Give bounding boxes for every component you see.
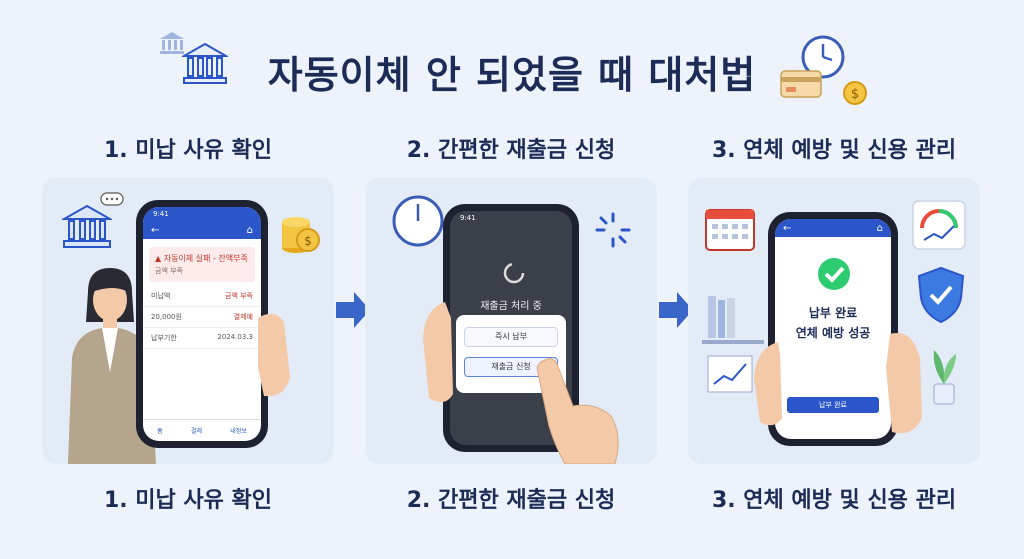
gauge-icon (912, 200, 966, 250)
tab-my-info[interactable]: 내정보 (230, 428, 247, 435)
check-circle-icon (818, 258, 850, 290)
app-bar: ← ⌂ (143, 221, 261, 239)
step-1-panel: $ 9:41 ← ⌂ ▲ 자동이체 실패 - 잔액부족 금액 부족 미납액 (42, 178, 334, 464)
payment-complete-button[interactable]: 납부 완료 (787, 397, 879, 413)
overdue-prevented-text: 연체 예방 성공 (795, 326, 871, 340)
status-bar-time: 9:41 (143, 207, 261, 221)
hand-illustration (423, 302, 453, 403)
plant-icon (933, 350, 956, 405)
row-label: 20,000원 (151, 313, 182, 321)
rewithdraw-button[interactable]: 재출금 신청 (464, 357, 558, 377)
row-value: 결제예 (233, 313, 253, 321)
speech-bubble-icon (100, 192, 124, 206)
back-arrow-icon[interactable]: ← (151, 224, 160, 236)
phone-device: 9:41 ← ⌂ ▲ 자동이체 실패 - 잔액부족 금액 부족 미납액 금액 부… (136, 200, 268, 448)
hand-illustration (754, 342, 782, 426)
bank-icon (62, 204, 112, 248)
tab-home[interactable]: 홈 (157, 428, 163, 435)
failure-alert: ▲ 자동이체 실패 - 잔액부족 금액 부족 (149, 247, 255, 282)
pay-now-button[interactable]: 즉시 납부 (464, 327, 558, 347)
step-1-heading: 1. 미납 사유 확인 (103, 138, 273, 163)
calendar-icon (705, 209, 755, 251)
app-bar: ← ⌂ (775, 219, 891, 237)
detail-row: 미납액 금액 부족 (143, 286, 261, 307)
alert-title: 자동이체 실패 - 잔액부족 (163, 254, 248, 263)
step-2-panel: 9:41 재출금 처리 중 즉시 납부 재출금 신청 (365, 178, 657, 464)
credit-card-icon (780, 70, 822, 98)
hand-illustration (886, 333, 922, 434)
step-2-heading: 2. 간편한 재출금 신청 (406, 138, 616, 163)
clock-icon (392, 195, 444, 247)
phone-device: ← ⌂ 납부 완료 연체 예방 성공 납부 완료 (768, 212, 898, 446)
status-bar-time: 9:41 (450, 211, 572, 225)
back-arrow-icon[interactable]: ← (783, 222, 792, 234)
bank-icon (160, 32, 184, 54)
coin-stack-icon: $ (282, 217, 320, 253)
step-3-heading: 3. 연체 예방 및 신용 관리 (711, 138, 957, 163)
clock-icon (801, 35, 845, 79)
detail-row: 납부기한 2024.03.3 (143, 328, 261, 349)
hand-illustration (258, 313, 290, 397)
payment-complete-text: 납부 완료 (808, 306, 858, 320)
row-label: 미납액 (151, 292, 171, 300)
home-icon[interactable]: ⌂ (246, 224, 253, 236)
coin-icon: $ (843, 81, 867, 105)
warning-icon: ▲ (155, 254, 164, 263)
phone-screen: ← ⌂ 납부 완료 연체 예방 성공 납부 완료 (775, 219, 891, 439)
step-3-panel: ← ⌂ 납부 완료 연체 예방 성공 납부 완료 (688, 178, 980, 464)
step-3-caption: 3. 연체 예방 및 신용 관리 (711, 488, 957, 513)
alert-subtitle: 금액 부족 (155, 267, 183, 275)
arrow-right-icon (336, 292, 370, 328)
processing-text: 재출금 처리 중 (480, 301, 542, 312)
phone-screen: 9:41 재출금 처리 중 즉시 납부 재출금 신청 (450, 211, 572, 445)
step-1-caption: 1. 미납 사유 확인 (103, 488, 273, 513)
bookshelf-illustration (702, 296, 764, 393)
tab-payment[interactable]: 결제 (190, 428, 202, 435)
bank-icon (182, 42, 228, 84)
row-value: 2024.03.3 (217, 333, 253, 341)
page-title: 자동이체 안 되었을 때 대처법 (267, 53, 757, 97)
phone-screen: 9:41 ← ⌂ ▲ 자동이체 실패 - 잔액부족 금액 부족 미납액 금액 부… (143, 207, 261, 441)
step-2-caption: 2. 간편한 재출금 신청 (406, 488, 616, 513)
svg-text:$: $ (851, 87, 859, 102)
shield-check-icon (917, 266, 965, 324)
bottom-tab-bar: 홈 결제 내정보 (143, 419, 261, 441)
spinner-icon (595, 212, 631, 248)
svg-text:$: $ (304, 234, 312, 248)
row-label: 납부기한 (151, 334, 177, 342)
pointing-hand-illustration (536, 358, 619, 464)
arrow-right-icon (659, 292, 693, 328)
phone-device: 9:41 재출금 처리 중 즉시 납부 재출금 신청 (443, 204, 579, 452)
home-icon[interactable]: ⌂ (876, 222, 883, 234)
detail-row: 20,000원 결제예 (143, 307, 261, 328)
completion-message: 납부 완료 연체 예방 성공 (775, 303, 891, 343)
row-value: 금액 부족 (225, 292, 253, 300)
loading-spinner-icon (503, 262, 525, 284)
